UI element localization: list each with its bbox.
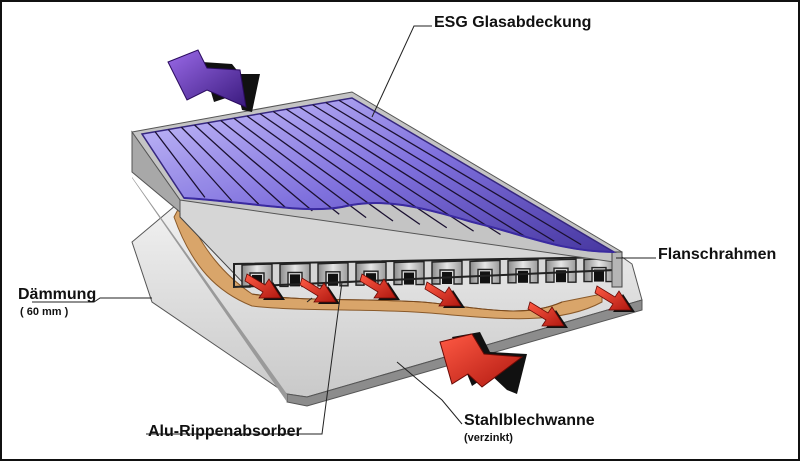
absorber-channel xyxy=(469,259,501,285)
absorber-channel xyxy=(317,262,349,287)
red-arrow-icon xyxy=(527,301,568,328)
absorber-channel xyxy=(507,259,539,284)
glass-channel-line xyxy=(286,108,474,232)
channel-opening xyxy=(480,271,490,284)
glass-cover xyxy=(140,97,617,253)
absorber-label: Alu-Rippenabsorber xyxy=(148,423,302,440)
callout-lines xyxy=(32,25,656,435)
glass-channel-line xyxy=(194,124,286,208)
channel-opening xyxy=(594,269,604,282)
channel-opening xyxy=(556,270,566,283)
absorber-channel xyxy=(545,258,577,283)
insulation-note: ( 60 mm ) xyxy=(20,306,69,318)
channel-opening xyxy=(328,273,338,286)
glass-cover-leader xyxy=(371,25,432,118)
heat-arrows xyxy=(244,273,635,328)
tray-note: (verzinkt) xyxy=(464,432,513,444)
glass-channel-line xyxy=(338,99,582,246)
purple-arrow-icon xyxy=(167,49,260,112)
channel-opening xyxy=(290,274,300,287)
red-arrow-icon xyxy=(299,277,340,304)
frame-label: Flanschrahmen xyxy=(658,246,777,263)
red-arrow-icon xyxy=(424,281,465,308)
insulation-leader xyxy=(32,297,152,303)
glass-cover-label: ESG Glasabdeckung xyxy=(434,14,592,31)
glass-channel-line xyxy=(312,104,528,239)
glass-channel-line xyxy=(180,126,260,205)
absorber-fins xyxy=(179,196,615,289)
glass-channel-line xyxy=(299,106,501,236)
glass-channel-line xyxy=(207,122,313,212)
red-arrow-icon xyxy=(359,273,400,300)
channel-opening xyxy=(518,270,528,283)
insulation-label: Dämmung xyxy=(18,286,97,303)
glass-channel-line xyxy=(259,113,421,225)
red-arrow-icon xyxy=(244,273,285,300)
glass-channel-line xyxy=(154,131,206,198)
glass-channel-line xyxy=(325,101,555,242)
tray-label: Stahlblechwanne xyxy=(464,412,595,429)
red-arrow-icon xyxy=(439,332,527,394)
glass-channel-line xyxy=(233,117,367,219)
glass-channel-line xyxy=(167,129,233,202)
glass-channel-line xyxy=(220,119,340,215)
tray-leader xyxy=(396,361,463,425)
red-arrow-icon xyxy=(594,285,635,312)
absorber-leader xyxy=(146,281,343,435)
